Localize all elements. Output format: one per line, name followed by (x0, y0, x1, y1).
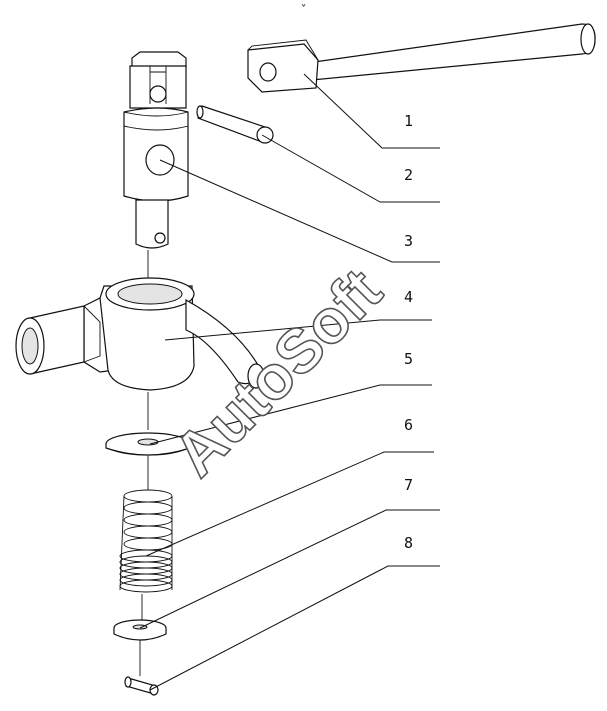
leader-5 (149, 384, 432, 445)
watermark: AutoSoft (161, 256, 395, 490)
leader-8 (149, 565, 440, 691)
part-8-small-pin (124, 676, 159, 696)
part-4-valve-body (15, 277, 265, 391)
part-labels: 1 2 3 4 5 6 7 8 (404, 112, 413, 552)
part-6-spring (119, 489, 173, 593)
label-3: 3 (404, 232, 413, 250)
leader-4 (164, 319, 432, 341)
leader-lines (139, 73, 440, 691)
label-7: 7 (404, 476, 413, 494)
label-4: 4 (404, 288, 413, 306)
part-7-small-washer (113, 619, 167, 641)
label-1: 1 (404, 112, 413, 130)
leader-2 (261, 134, 440, 203)
part-1-lever (247, 23, 596, 93)
top-mark: ˇ (300, 3, 307, 17)
part-2-pin (196, 105, 274, 144)
part-3-plunger (123, 51, 189, 249)
label-2: 2 (404, 166, 413, 184)
leader-6 (145, 451, 434, 557)
label-8: 8 (404, 534, 413, 552)
label-6: 6 (404, 416, 413, 434)
leader-3 (159, 159, 440, 263)
leader-7 (139, 509, 440, 629)
leader-1 (303, 73, 440, 149)
label-5: 5 (404, 350, 413, 368)
